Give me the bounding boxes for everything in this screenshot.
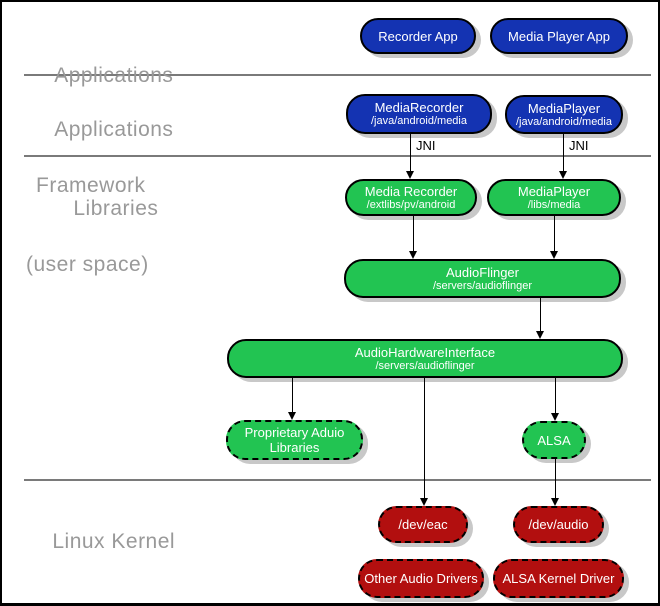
jni-label-left: JNI xyxy=(416,138,436,153)
node-dev-audio: /dev/audio xyxy=(513,506,604,543)
node-mediaplayer-lib-path: /libs/media xyxy=(527,198,581,211)
arrowhead-icon xyxy=(409,251,417,259)
section-label-libraries-line1: Libraries xyxy=(73,197,159,220)
edge-line-recorderlib-audioflinger xyxy=(413,216,414,251)
node-alsa-kernel-driver-title: ALSA Kernel Driver xyxy=(502,571,615,586)
edge-line-mediaplayer-jni xyxy=(563,134,564,171)
node-audioflinger-title: AudioFlinger xyxy=(446,264,519,280)
node-media-player-app: Media Player App xyxy=(490,18,628,54)
section-label-linux-kernel-text: Linux Kernel xyxy=(52,530,176,553)
node-mediaplayer-framework-path: /java/android/media xyxy=(515,115,612,128)
node-other-audio-drivers: Other Audio Drivers xyxy=(358,559,484,598)
divider-framework-libraries xyxy=(24,155,651,157)
section-label-framework-line1: Applications xyxy=(54,118,174,141)
node-audioflinger-path: /servers/audioflinger xyxy=(432,279,533,292)
node-dev-eac-title: /dev/eac xyxy=(398,517,448,532)
divider-libraries-kernel xyxy=(24,479,651,481)
section-label-applications: Applications xyxy=(30,34,173,118)
node-mediaplayer-framework: MediaPlayer /java/android/media xyxy=(505,95,623,134)
node-audioflinger: AudioFlinger /servers/audioflinger xyxy=(344,259,621,298)
arrowhead-icon xyxy=(559,171,567,179)
node-other-audio-drivers-title: Other Audio Drivers xyxy=(364,571,478,586)
node-media-recorder-lib-path: /extlibs/pv/android xyxy=(366,198,456,211)
node-proprietary-line2: Libraries xyxy=(269,440,320,455)
arrowhead-icon xyxy=(288,412,296,420)
node-proprietary-audio-libraries: Proprietary Aduio Libraries xyxy=(226,420,363,460)
arrowhead-icon xyxy=(551,413,559,421)
edge-line-audioflinger-ahi xyxy=(540,298,541,331)
node-alsa-kernel-driver: ALSA Kernel Driver xyxy=(493,559,624,598)
section-label-libraries: Libraries (user space) xyxy=(26,167,158,335)
edge-line-ahi-deveac xyxy=(424,378,425,498)
section-label-linux-kernel: Linux Kernel xyxy=(27,500,175,584)
node-mediarecorder-framework-title: MediaRecorder xyxy=(374,100,464,115)
node-alsa-title: ALSA xyxy=(537,432,571,448)
arrowhead-icon xyxy=(420,498,428,506)
section-label-applications-text: Applications xyxy=(54,64,174,87)
section-label-libraries-line2: (user space) xyxy=(26,253,149,276)
section-label-framework-line2: Framework xyxy=(36,174,146,197)
edge-line-mediarecorder-jni xyxy=(410,134,411,171)
arrowhead-icon xyxy=(406,171,414,179)
node-mediaplayer-lib: MediaPlayer /libs/media xyxy=(487,179,621,216)
node-proprietary-line1: Proprietary Aduio xyxy=(244,425,345,440)
arrowhead-icon xyxy=(536,331,544,339)
node-audiohardwareinterface-path: /servers/audioflinger xyxy=(375,359,475,372)
node-recorder-app-title: Recorder App xyxy=(378,28,458,44)
edge-line-ahi-proprietary xyxy=(292,378,293,412)
edge-line-alsa-devaudio xyxy=(555,459,556,498)
edge-line-ahi-alsa xyxy=(555,378,556,413)
node-media-recorder-lib-title: Media Recorder xyxy=(364,183,458,199)
arrowhead-icon xyxy=(551,498,559,506)
node-alsa: ALSA xyxy=(522,421,586,459)
section-label-applications-framework: Applications Framework xyxy=(30,88,173,256)
node-mediaplayer-lib-title: MediaPlayer xyxy=(517,183,591,199)
node-recorder-app: Recorder App xyxy=(360,18,476,54)
node-audiohardwareinterface: AudioHardwareInterface /servers/audiofli… xyxy=(227,339,623,378)
node-dev-audio-title: /dev/audio xyxy=(528,517,589,532)
node-mediarecorder-framework: MediaRecorder /java/android/media xyxy=(346,94,492,134)
arrowhead-icon xyxy=(550,251,558,259)
node-media-player-app-title: Media Player App xyxy=(508,28,610,44)
node-audiohardwareinterface-title: AudioHardwareInterface xyxy=(354,344,496,360)
node-media-recorder-lib: Media Recorder /extlibs/pv/android xyxy=(345,179,477,216)
jni-label-right: JNI xyxy=(569,138,589,153)
divider-applications-framework xyxy=(24,74,651,76)
node-mediarecorder-framework-path: /java/android/media xyxy=(370,115,467,127)
edge-line-playerlib-audioflinger xyxy=(554,216,555,251)
node-mediaplayer-framework-title: MediaPlayer xyxy=(527,100,601,116)
node-dev-eac: /dev/eac xyxy=(378,506,468,543)
